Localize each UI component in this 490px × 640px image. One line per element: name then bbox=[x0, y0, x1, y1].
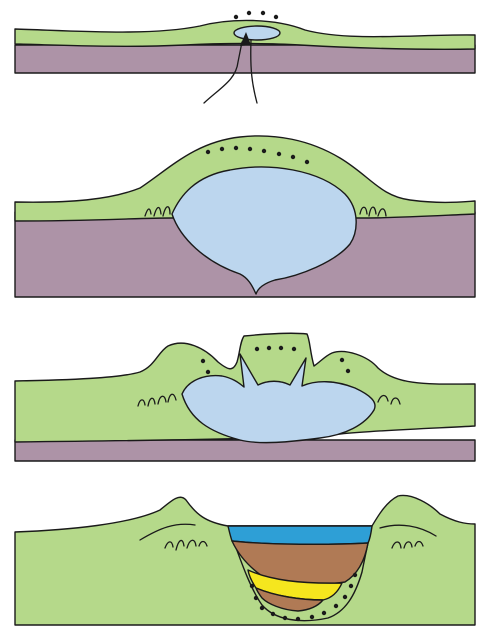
panel-4-buried-dots-dot bbox=[271, 612, 275, 616]
panel-3-surface-dots-dot bbox=[255, 347, 259, 351]
panel-3-surface-dots-dot bbox=[340, 358, 344, 362]
panel-3-surface-dots-dot bbox=[206, 370, 210, 374]
panel-4-lake-water bbox=[228, 526, 372, 544]
panel-4-buried-dots-dot bbox=[250, 584, 254, 588]
panel-3-surface-dots-dot bbox=[201, 359, 205, 363]
panel-1-surface-dots-dot bbox=[247, 11, 251, 15]
panel-1-surface-dots-dot bbox=[274, 15, 278, 19]
panel-3 bbox=[15, 333, 475, 461]
panel-2-surface-dots-dot bbox=[220, 147, 224, 151]
panel-4-buried-dots-dot bbox=[254, 596, 258, 600]
panel-2-surface-dots-dot bbox=[291, 155, 295, 159]
panel-4-buried-dots-dot bbox=[283, 616, 287, 620]
panel-4 bbox=[15, 495, 475, 625]
panel-1-surface-dots-dot bbox=[261, 11, 265, 15]
panel-2-surface-dots-dot bbox=[234, 146, 238, 150]
panel-4-buried-dots-dot bbox=[343, 595, 347, 599]
panel-3-surface-dots-dot bbox=[267, 346, 271, 350]
panel-4-buried-dots-dot bbox=[296, 617, 300, 621]
panel-2-surface-dots-dot bbox=[248, 147, 252, 151]
panel-4-buried-dots-dot bbox=[260, 606, 264, 610]
panel-2-surface-dots-dot bbox=[206, 150, 210, 154]
panel-4-buried-dots-dot bbox=[349, 584, 353, 588]
panel-1 bbox=[15, 11, 475, 103]
panel-2 bbox=[15, 136, 475, 297]
panel-2-surface-dots-dot bbox=[277, 152, 281, 156]
panel-4-buried-dots-dot bbox=[310, 615, 314, 619]
panel-3-bedrock-layer bbox=[15, 440, 475, 461]
panel-2-surface-dots-dot bbox=[305, 160, 309, 164]
panel-3-surface-dots-dot bbox=[292, 347, 296, 351]
panel-2-surface-dots-dot bbox=[262, 149, 266, 153]
panel-3-surface-dots-dot bbox=[279, 346, 283, 350]
panel-4-buried-dots-dot bbox=[334, 604, 338, 608]
panel-1-surface-dots bbox=[234, 11, 278, 19]
panel-1-magma-chamber bbox=[234, 26, 280, 40]
panel-4-buried-dots-dot bbox=[322, 611, 326, 615]
panel-3-surface-dots-dot bbox=[346, 369, 350, 373]
panel-4-buried-dots-dot bbox=[353, 573, 357, 577]
panel-1-surface-dots-dot bbox=[234, 15, 238, 19]
